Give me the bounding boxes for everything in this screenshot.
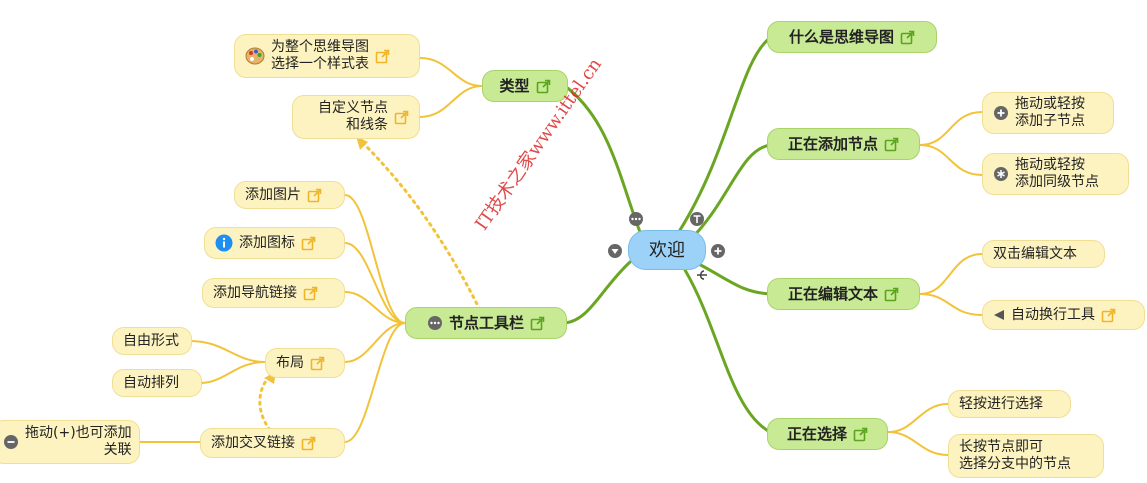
- info-icon: [215, 234, 233, 252]
- leaf-add-nav-link[interactable]: 添加导航链接: [202, 278, 345, 308]
- branch-label: 节点工具栏: [448, 313, 524, 332]
- leaf-long-press-select[interactable]: 长按节点即可 选择分支中的节点: [948, 434, 1104, 478]
- leaf-layout[interactable]: 布局: [265, 348, 345, 378]
- leaf-label: 自由形式: [123, 332, 179, 349]
- plus-circle-icon: [994, 106, 1008, 120]
- branch-editing-text[interactable]: 正在编辑文本: [767, 278, 920, 310]
- external-link-icon[interactable]: [310, 356, 325, 371]
- external-link-icon[interactable]: [301, 236, 316, 251]
- leaf-label: 为整个思维导图 选择一个样式表: [271, 39, 369, 72]
- leaf-add-image[interactable]: 添加图片: [234, 181, 345, 209]
- branch-label: 什么是思维导图: [788, 27, 894, 46]
- external-link-icon[interactable]: [853, 427, 868, 442]
- branch-label: 正在编辑文本: [787, 284, 878, 303]
- leaf-label: 双击编辑文本: [993, 245, 1077, 262]
- leaf-label: 自定义节点 和线条: [318, 100, 388, 133]
- leaf-label: 长按节点即可 选择分支中的节点: [959, 439, 1071, 472]
- external-link-icon[interactable]: [303, 286, 318, 301]
- external-link-icon[interactable]: [1101, 308, 1116, 323]
- external-link-icon[interactable]: [884, 287, 899, 302]
- leaf-label: 添加交叉链接: [211, 434, 295, 451]
- branch-label: 正在添加节点: [787, 134, 878, 153]
- leaf-add-icon[interactable]: 添加图标: [204, 227, 345, 259]
- leaf-choose-stylesheet[interactable]: 为整个思维导图 选择一个样式表: [234, 34, 420, 78]
- leaf-label: 拖动(+)也可添加 关联: [25, 425, 132, 458]
- leaf-label: 自动排列: [123, 374, 179, 391]
- branch-label: 类型: [499, 76, 530, 95]
- leaf-label: 拖动或轻按 添加同级节点: [1015, 157, 1099, 190]
- leaf-label: 添加导航链接: [213, 284, 297, 301]
- leaf-auto-wrap-tool[interactable]: 自动换行工具: [982, 300, 1145, 330]
- leaf-drag-add-child[interactable]: 拖动或轻按 添加子节点: [982, 92, 1114, 134]
- leaf-label: 添加图片: [245, 186, 301, 203]
- leaf-tap-to-select[interactable]: 轻按进行选择: [948, 390, 1071, 418]
- external-link-icon[interactable]: [536, 79, 551, 94]
- leaf-label: 添加图标: [239, 234, 295, 251]
- branch-label: 正在选择: [786, 424, 847, 443]
- dots-circle-icon: [427, 316, 442, 330]
- leaf-custom-nodes-lines[interactable]: 自定义节点 和线条: [292, 95, 420, 139]
- leaf-free-form[interactable]: 自由形式: [112, 327, 192, 355]
- leaf-label: 拖动或轻按 添加子节点: [1015, 96, 1085, 129]
- add-node-icon[interactable]: [710, 243, 726, 259]
- asterisk-circle-icon: [994, 167, 1008, 181]
- leaf-auto-arrange[interactable]: 自动排列: [112, 369, 202, 397]
- leaf-label: 轻按进行选择: [959, 395, 1043, 412]
- minus-circle-icon: [4, 435, 18, 449]
- leaf-label: 布局: [276, 354, 304, 371]
- leaf-drag-add-sibling[interactable]: 拖动或轻按 添加同级节点: [982, 153, 1129, 195]
- dropdown-triangle-icon[interactable]: [607, 243, 623, 259]
- branch-what-is-mindmap[interactable]: 什么是思维导图: [767, 21, 937, 53]
- leaf-drag-add-relation[interactable]: 拖动(+)也可添加 关联: [0, 420, 140, 464]
- leaf-double-click-edit[interactable]: 双击编辑文本: [982, 240, 1105, 268]
- root-node[interactable]: 欢迎: [628, 230, 706, 270]
- leaf-label: 自动换行工具: [1011, 306, 1095, 323]
- collapse-dots-icon[interactable]: [628, 211, 644, 227]
- branch-type[interactable]: 类型: [482, 70, 568, 102]
- external-link-icon[interactable]: [375, 49, 390, 64]
- branch-adding-nodes[interactable]: 正在添加节点: [767, 128, 920, 160]
- external-link-icon[interactable]: [394, 110, 409, 125]
- external-link-icon[interactable]: [900, 30, 915, 45]
- link-drag-icon[interactable]: [695, 268, 709, 282]
- branch-node-toolbar[interactable]: 节点工具栏: [405, 307, 567, 339]
- external-link-icon[interactable]: [884, 137, 899, 152]
- left-triangle-icon: [994, 310, 1004, 320]
- external-link-icon[interactable]: [530, 316, 545, 331]
- branch-selecting[interactable]: 正在选择: [767, 418, 888, 450]
- external-link-icon[interactable]: [301, 436, 316, 451]
- root-label: 欢迎: [649, 239, 685, 261]
- palette-icon: [245, 47, 265, 65]
- leaf-add-cross-link[interactable]: 添加交叉链接: [200, 428, 345, 458]
- external-link-icon[interactable]: [307, 188, 322, 203]
- text-format-icon[interactable]: [689, 211, 705, 227]
